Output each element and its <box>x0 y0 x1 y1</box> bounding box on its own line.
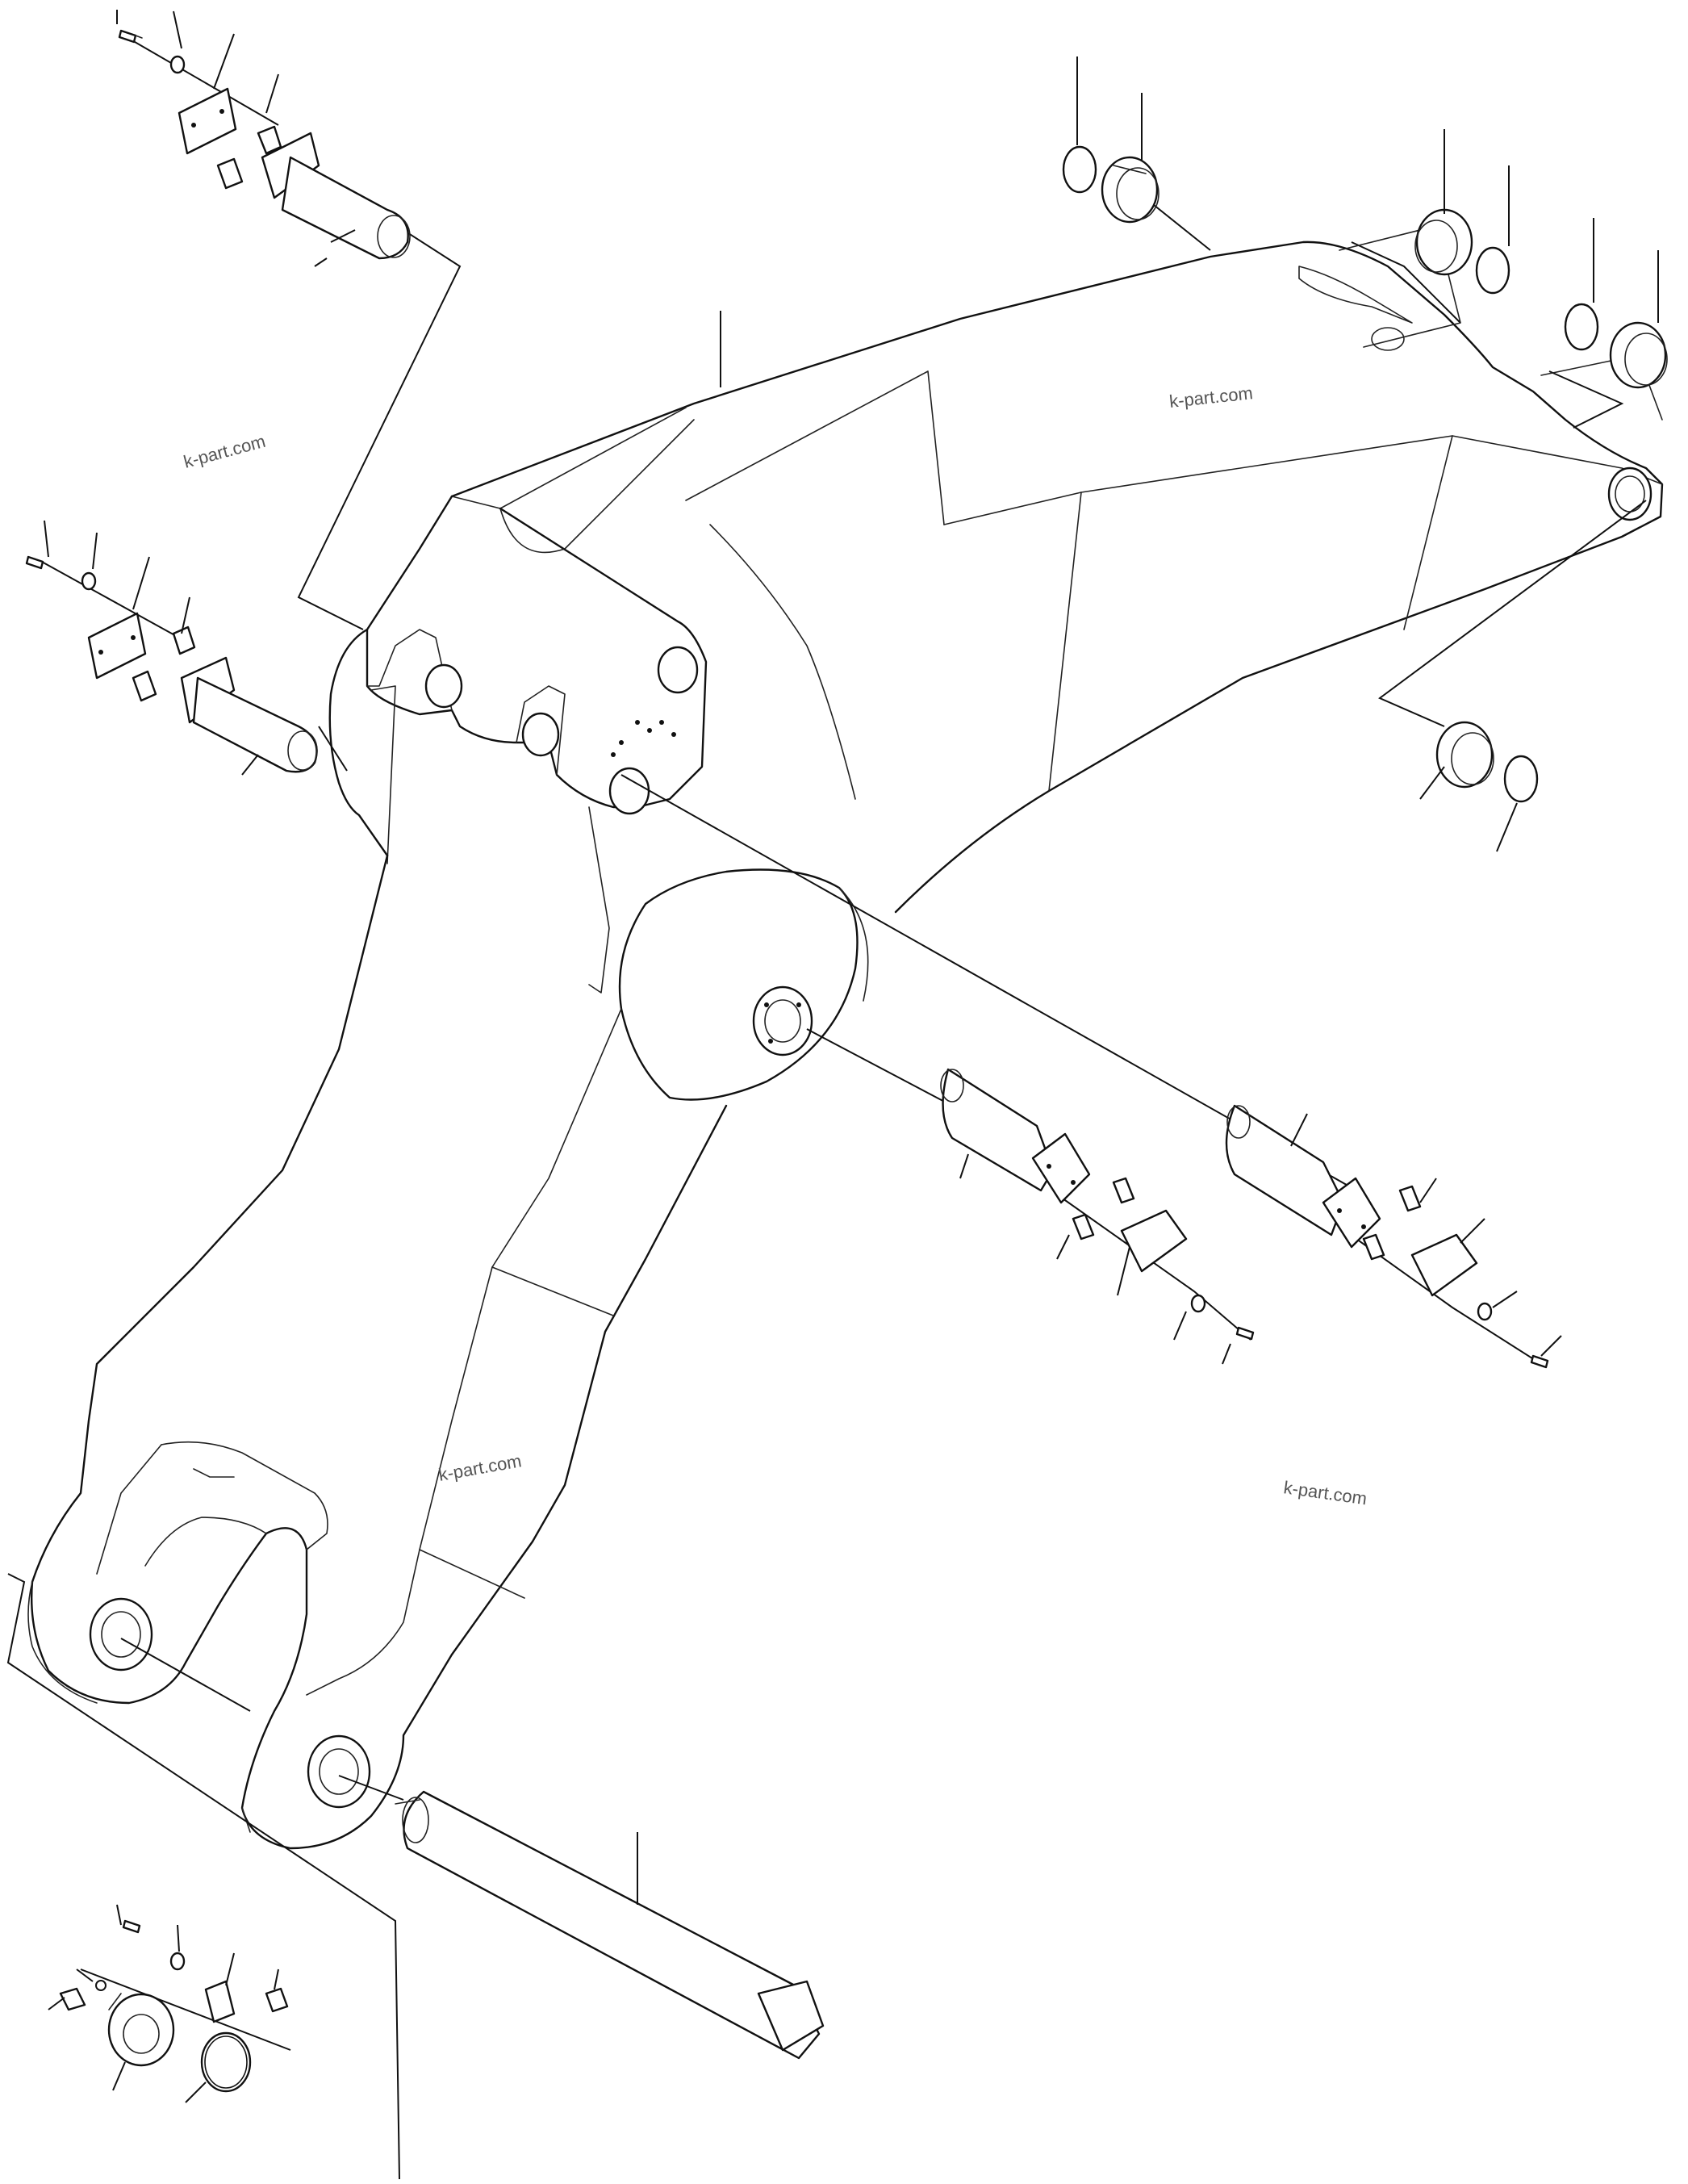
pin-assembly-right <box>1225 1104 1562 1369</box>
boom-body <box>27 241 1664 1850</box>
bushing-assembly-top-right <box>1062 56 1668 420</box>
callout-ticks <box>330 229 721 387</box>
long-pin-bottom <box>395 1790 825 2060</box>
watermark-3: k-part.com <box>437 1450 524 1485</box>
pin-assembly-center <box>940 1068 1255 1365</box>
watermark-2: k-part.com <box>1168 383 1254 412</box>
pin-assembly-left-middle <box>25 520 318 776</box>
leader-lines <box>6 36 1647 2180</box>
bushing-assembly-right-middle <box>1419 721 1539 852</box>
end-cap-assembly <box>48 1904 289 2103</box>
pin-assembly-top-left <box>116 10 411 267</box>
watermark-1: k-part.com <box>182 431 268 472</box>
watermark-4: k-part.com <box>1282 1477 1368 1508</box>
